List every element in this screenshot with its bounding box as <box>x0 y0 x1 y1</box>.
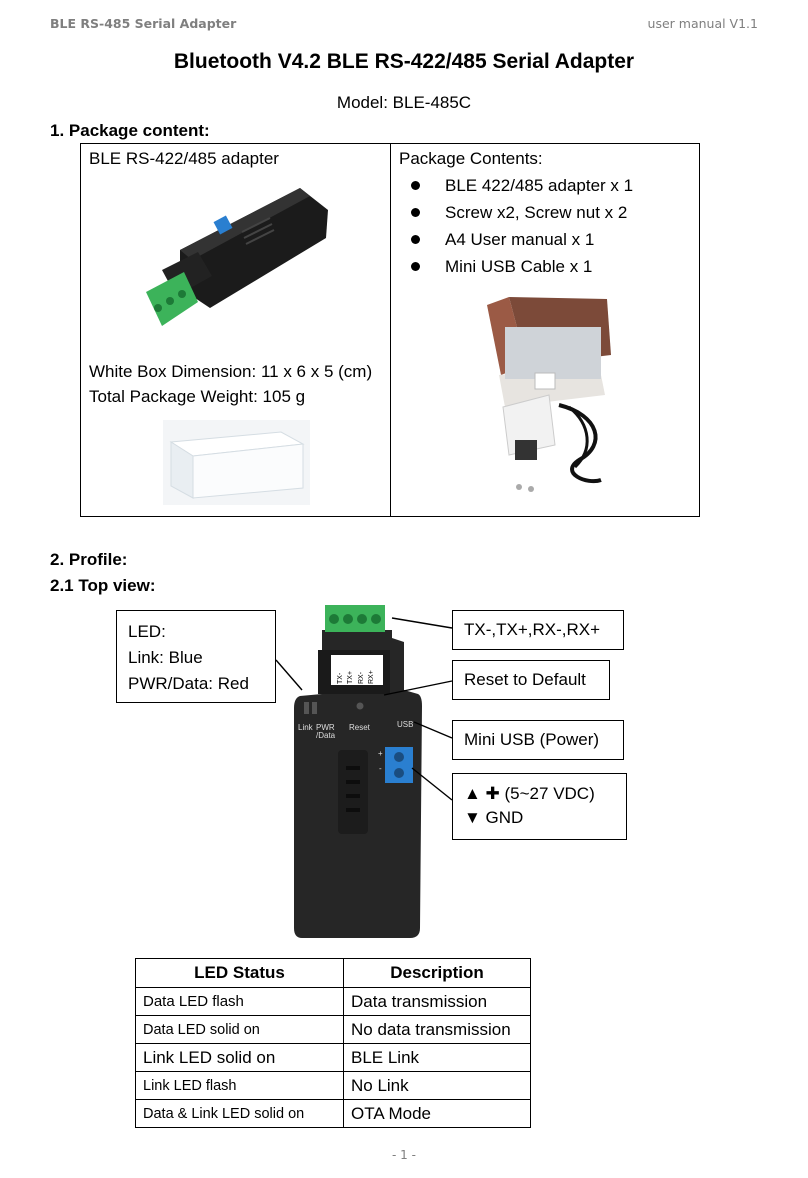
package-contents-photo <box>479 295 614 500</box>
package-table-divider <box>390 143 391 517</box>
power-callout: ▲ ✚ (5~27 VDC) ▼ GND <box>452 773 627 840</box>
led-status-cell: Data LED flash <box>135 987 344 1016</box>
power-callout-positive: ▲ ✚ (5~27 VDC) <box>464 784 595 803</box>
board-label-minus: - <box>379 764 382 773</box>
package-weight: Total Package Weight: 105 g <box>89 387 306 406</box>
board-label-usb: USB <box>397 720 414 729</box>
table-row: Data LED flash Data transmission <box>135 987 531 1016</box>
model-number: Model: BLE-485C <box>336 93 472 112</box>
led-status-table: LED Status Description Data LED flash Da… <box>135 958 531 1128</box>
list-item: Mini USB Cable x 1 <box>409 253 633 280</box>
adapter-cell-title: BLE RS-422/485 adapter <box>89 149 279 168</box>
adapter-photo <box>146 188 328 326</box>
table-row: Link LED solid on BLE Link <box>135 1043 531 1072</box>
usb-callout: Mini USB (Power) <box>452 720 624 760</box>
list-item: A4 User manual x 1 <box>409 226 633 253</box>
white-box-photo <box>163 420 310 505</box>
led-status-cell: Data LED solid on <box>135 1015 344 1044</box>
description-cell: No data transmission <box>343 1015 531 1044</box>
page-title: Bluetooth V4.2 BLE RS-422/485 Serial Ada… <box>173 50 635 73</box>
table-header-row: LED Status Description <box>135 958 531 988</box>
list-item: BLE 422/485 adapter x 1 <box>409 172 633 199</box>
board-label-tx-plus: TX+ <box>347 670 354 684</box>
header-version: user manual V1.1 <box>647 16 758 31</box>
header-doc-title: BLE RS-485 Serial Adapter <box>50 16 237 31</box>
led-callout-title: LED: <box>128 622 166 641</box>
table-header: Description <box>343 958 531 988</box>
description-cell: OTA Mode <box>343 1099 531 1128</box>
power-callout-ground: ▼ GND <box>464 808 524 827</box>
led-callout: LED: Link: Blue PWR/Data: Red <box>116 610 276 703</box>
led-callout-link: Link: Blue <box>128 648 203 667</box>
description-cell: Data transmission <box>343 987 531 1016</box>
contents-cell-title: Package Contents: <box>399 149 543 168</box>
list-item: Screw x2, Screw nut x 2 <box>409 199 633 226</box>
table-header: LED Status <box>135 958 344 988</box>
led-callout-pwr: PWR/Data: Red <box>128 674 249 693</box>
table-row: Data & Link LED solid on OTA Mode <box>135 1099 531 1128</box>
description-cell: BLE Link <box>343 1043 531 1072</box>
description-cell: No Link <box>343 1071 531 1100</box>
board-label-rx-plus: RX+ <box>368 670 375 684</box>
box-dimension: White Box Dimension: 11 x 6 x 5 (cm) <box>89 362 373 381</box>
reset-callout: Reset to Default <box>452 660 610 700</box>
page-number: - 1 - <box>392 1148 416 1162</box>
section-heading-top-view: 2.1 Top view: <box>50 576 156 595</box>
table-row: Data LED solid on No data transmission <box>135 1015 531 1044</box>
led-status-cell: Link LED solid on <box>135 1043 344 1072</box>
board-label-data: /Data <box>316 731 336 740</box>
terminal-callout: TX-,TX+,RX-,RX+ <box>452 610 624 650</box>
section-heading-package: 1. Package content: <box>50 121 210 140</box>
board-label-reset: Reset <box>349 723 370 732</box>
table-row: Link LED flash No Link <box>135 1071 531 1100</box>
led-status-cell: Link LED flash <box>135 1071 344 1100</box>
board-label-link: Link <box>298 723 313 732</box>
section-heading-profile: 2. Profile: <box>50 550 128 569</box>
board-label-plus: + <box>378 749 383 758</box>
package-contents-list: BLE 422/485 adapter x 1 Screw x2, Screw … <box>409 172 633 280</box>
board-label-pwr: PWR <box>316 723 335 732</box>
board-label-tx-minus: TX- <box>337 672 344 684</box>
board-label-rx-minus: RX- <box>358 671 365 684</box>
led-status-cell: Data & Link LED solid on <box>135 1099 344 1128</box>
